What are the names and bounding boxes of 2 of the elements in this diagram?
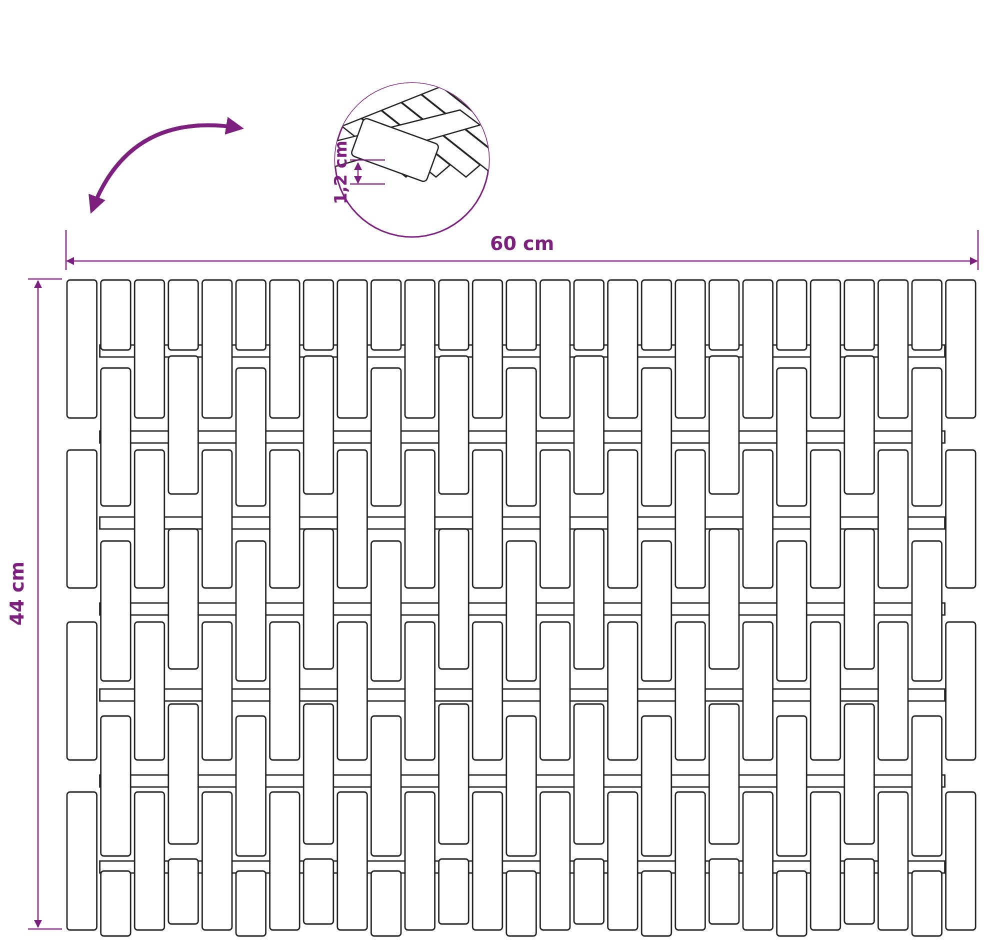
dimension-label: 60 cm [490,234,554,254]
dimension-label: 44 cm [8,560,28,626]
